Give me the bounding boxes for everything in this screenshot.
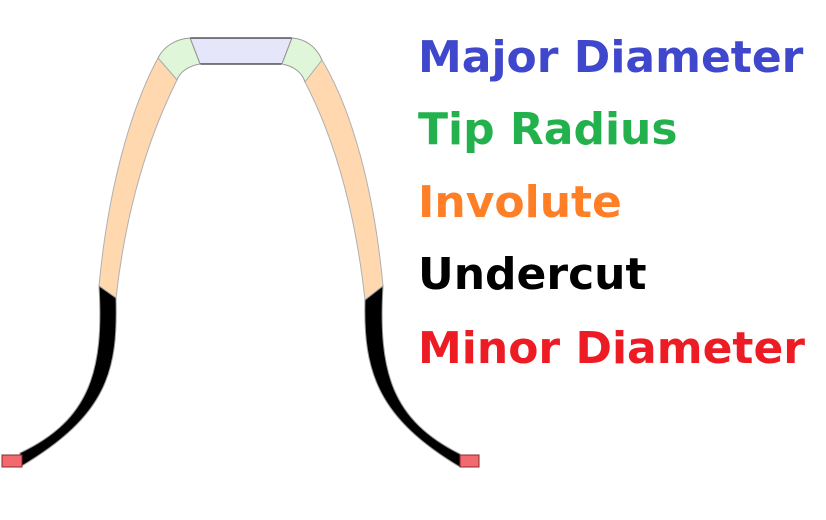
undercut-segment-left [19,284,117,468]
undercut-segment-right [364,284,461,468]
legend-major-diameter: Major Diameter [418,32,804,83]
legend-involute: Involute [418,177,622,228]
minor-diameter-segment-right [459,454,480,468]
involute-segment-left [98,57,178,299]
minor-diameter-segment-left [1,454,23,468]
involute-segment-right [304,59,384,301]
legend-undercut: Undercut [418,249,647,300]
legend-tip-radius: Tip Radius [418,104,678,155]
legend-minor-diameter: Minor Diameter [418,323,805,374]
major-diameter-segment [189,37,293,65]
